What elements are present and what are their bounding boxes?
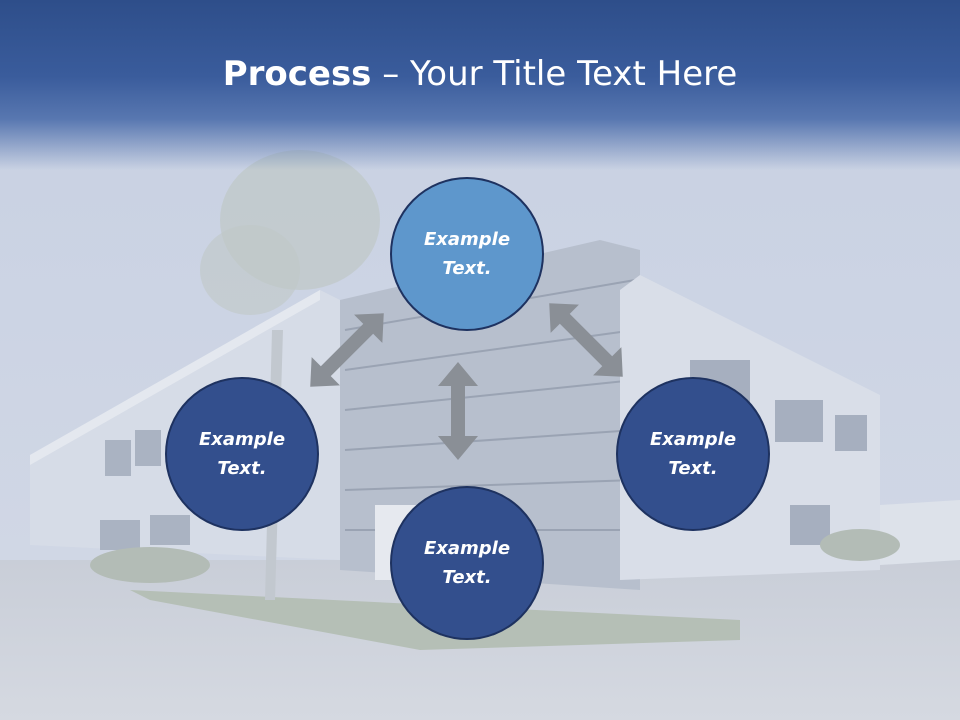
- title-band: [0, 0, 960, 170]
- node-label-line2: Text.: [442, 567, 492, 588]
- title-bold-part: Process: [222, 54, 372, 94]
- node-label-line1: Example: [423, 538, 511, 559]
- node-label-line1: Example: [649, 429, 737, 450]
- slide-title: Process – Your Title Text Here: [0, 52, 960, 96]
- node-label-line2: Text.: [442, 258, 492, 279]
- node-label-line2: Text.: [668, 458, 718, 479]
- process-node-left[interactable]: Example Text.: [165, 377, 319, 531]
- node-label-line1: Example: [198, 429, 286, 450]
- process-node-top[interactable]: Example Text.: [390, 177, 544, 331]
- title-rest-part: – Your Title Text Here: [371, 54, 738, 94]
- node-label-line1: Example: [423, 229, 511, 250]
- process-node-right[interactable]: Example Text.: [616, 377, 770, 531]
- node-label-line2: Text.: [217, 458, 267, 479]
- process-node-bottom[interactable]: Example Text.: [390, 486, 544, 640]
